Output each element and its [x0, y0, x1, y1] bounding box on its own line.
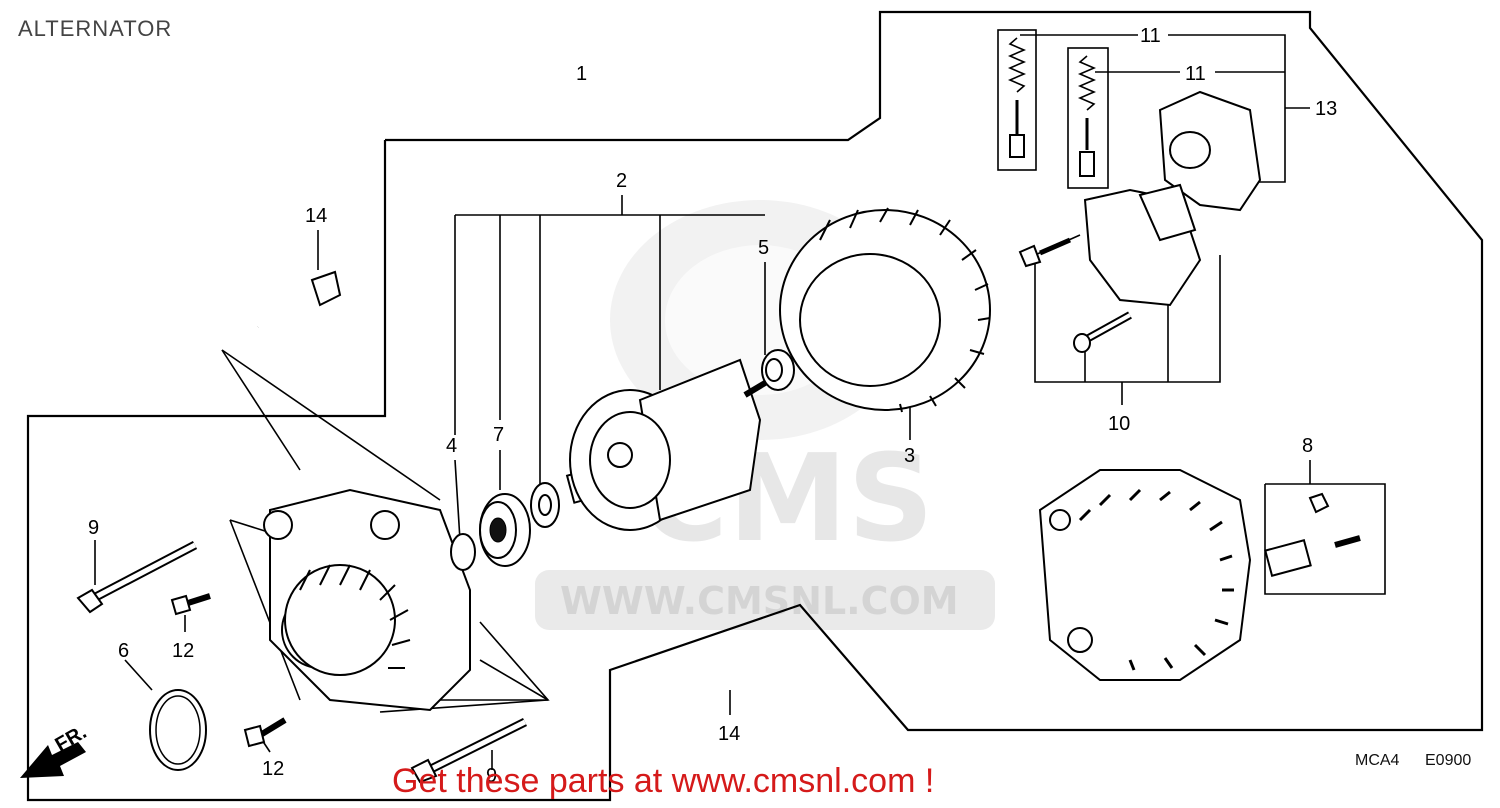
assembly-outline	[26, 10, 1484, 802]
o-ring-6	[149, 689, 207, 771]
callout-12-lower: 12	[262, 758, 284, 780]
callout-14-lower: 14	[718, 723, 740, 745]
spacer	[530, 482, 560, 528]
reference-code: E0900	[1425, 752, 1472, 769]
callout-13: 13	[1315, 98, 1337, 120]
brush-assembly-11-a	[997, 29, 1037, 171]
callout-3: 3	[904, 445, 915, 467]
callout-9-left: 9	[88, 517, 99, 539]
callout-2: 2	[616, 170, 627, 192]
callout-11-mid: 11	[1185, 63, 1206, 85]
regulator-10	[1018, 183, 1202, 353]
rear-housing	[1038, 469, 1252, 681]
front-housing	[263, 488, 471, 712]
watermark-url: WWW.CMSNL.COM	[560, 579, 959, 623]
washer-4	[450, 533, 476, 571]
callout-14-upper: 14	[305, 205, 327, 227]
bolt-9-left	[76, 541, 198, 614]
callout-7: 7	[493, 424, 504, 446]
callout-10: 10	[1108, 413, 1130, 435]
model-code: MCA4	[1355, 752, 1400, 769]
bolt-12-lower	[243, 717, 287, 748]
bolt-14-upper	[256, 270, 342, 330]
front-arrow-icon: FR.	[20, 721, 90, 778]
callout-6: 6	[118, 640, 129, 662]
bolt-12-upper	[170, 593, 211, 616]
leader-lines	[94, 34, 1386, 770]
bolt-9-bottom	[410, 717, 528, 784]
page-title: ALTERNATOR	[18, 16, 173, 41]
callout-4: 4	[446, 435, 457, 457]
end-cover-13	[1158, 90, 1262, 212]
bearing-5	[761, 349, 795, 391]
brush-assembly-11-b	[1067, 47, 1109, 189]
bearing-7	[479, 493, 531, 567]
callout-labels: 1 2 3 4 5 6 7 8 9 9 10 11 11 12 12 13 14…	[88, 25, 1337, 787]
callout-11-top: 11	[1140, 25, 1161, 47]
terminal-8	[1264, 492, 1361, 577]
rotor-2	[565, 358, 772, 531]
callout-9-bottom: 9	[486, 765, 497, 787]
callout-5: 5	[758, 237, 769, 259]
stator-3	[779, 207, 991, 413]
callout-1: 1	[576, 63, 587, 85]
callout-12-upper: 12	[172, 640, 194, 662]
callout-8: 8	[1302, 435, 1313, 457]
promo-link[interactable]: Get these parts at www.cmsnl.com !	[392, 762, 935, 800]
